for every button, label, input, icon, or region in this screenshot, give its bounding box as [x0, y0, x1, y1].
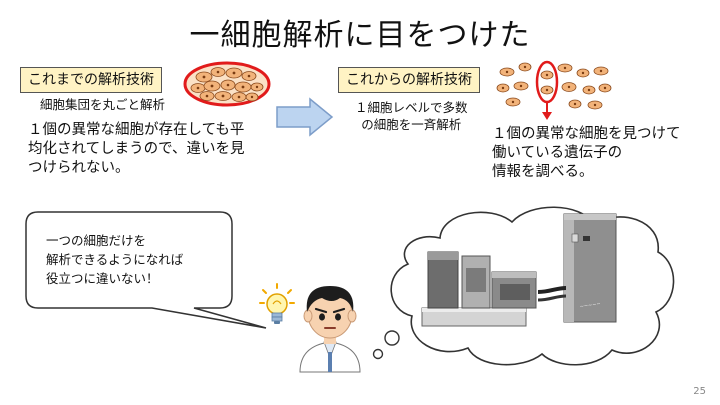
speech-line: 一つの細胞だけを [46, 233, 147, 248]
analysis-instrument-image: ~~~~~ [421, 213, 617, 327]
new-technology-caption: １細胞レベルで多数 の細胞を一斉解析 [355, 99, 468, 133]
previous-technology-caption: 細胞集団を丸ごと解析 [40, 97, 166, 112]
speech-bubble [25, 211, 267, 329]
previous-description-line: つけられない。 [28, 160, 130, 176]
new-technology-description: １個の異常な細胞を見つけて 働いている遺伝子の 情報を調べる。 [492, 125, 681, 182]
slide-title: 一細胞解析に目をつけた [189, 18, 531, 53]
new-description-line: 情報を調べる。 [492, 164, 594, 180]
new-caption-line: の細胞を一斉解析 [361, 117, 462, 132]
new-description-line: １個の異常な細胞を見つけて [492, 126, 681, 142]
right-arrow-icon [276, 97, 334, 137]
new-description-line: 働いている遺伝子の [492, 145, 623, 161]
single-cells-image [496, 60, 612, 120]
previous-description-line: １個の異常な細胞が存在しても平 [28, 122, 245, 138]
svg-text:~~~~~: ~~~~~ [579, 301, 601, 310]
page-number: 25 [693, 386, 706, 397]
speech-line: 役立つに違いない！ [46, 271, 159, 286]
new-caption-line: １細胞レベルで多数 [355, 100, 468, 115]
speech-bubble-text: 一つの細胞だけを 解析できるようになれば 役立つに違いない！ [46, 231, 183, 288]
previous-description-line: 均化されてしまうので、違いを見 [28, 141, 245, 157]
new-technology-label: これからの解析技術 [338, 67, 480, 93]
cell-cluster-image [183, 61, 271, 107]
researcher-character-image [299, 286, 361, 373]
previous-technology-label: これまでの解析技術 [20, 67, 162, 93]
speech-line: 解析できるようになれば [46, 252, 184, 267]
lightbulb-icon [259, 283, 295, 324]
previous-technology-description: １個の異常な細胞が存在しても平 均化されてしまうので、違いを見 つけられない。 [28, 121, 244, 178]
